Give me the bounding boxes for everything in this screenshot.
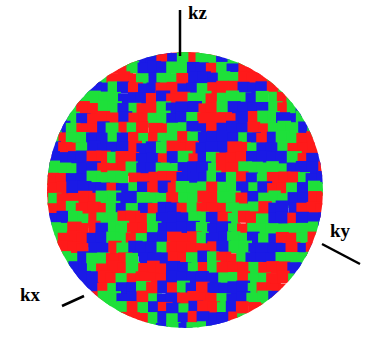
cube — [238, 82, 250, 94]
cube — [216, 42, 231, 57]
cube — [318, 143, 331, 156]
cube — [36, 213, 50, 227]
cube — [277, 271, 289, 283]
cube — [306, 242, 321, 257]
cube — [178, 332, 190, 344]
cube — [278, 293, 291, 306]
cube — [276, 212, 288, 224]
axis-label: ky — [328, 220, 352, 241]
cube — [318, 131, 333, 146]
cube — [107, 62, 119, 74]
cube — [296, 272, 311, 287]
cube — [108, 313, 122, 327]
cube-sphere — [36, 41, 342, 347]
cube — [166, 61, 178, 73]
cube — [328, 192, 342, 206]
cube — [318, 222, 332, 236]
cube — [258, 61, 270, 73]
ky-axis — [322, 244, 360, 264]
cube — [266, 161, 279, 174]
cube — [256, 303, 270, 317]
axis-label: kz — [186, 2, 209, 23]
cube — [326, 201, 338, 213]
cube — [296, 111, 308, 123]
cube — [306, 252, 320, 266]
cube — [46, 233, 59, 246]
cube — [136, 313, 148, 325]
cube — [278, 283, 291, 296]
cube — [166, 322, 180, 336]
cube — [36, 202, 49, 215]
cube — [167, 333, 181, 347]
cube — [306, 111, 318, 123]
cube — [308, 142, 321, 155]
cube — [226, 321, 240, 335]
cube — [116, 171, 128, 183]
cube — [268, 302, 283, 317]
cube — [117, 81, 129, 93]
cube — [276, 201, 289, 214]
cube — [268, 291, 280, 303]
cube — [216, 321, 231, 336]
kz-axis — [179, 10, 182, 56]
cube — [136, 323, 148, 335]
cube — [36, 222, 50, 236]
cube — [167, 151, 179, 163]
axis-label: kx — [18, 284, 42, 305]
cube — [256, 91, 269, 104]
cube — [237, 313, 249, 325]
cube — [287, 282, 300, 295]
cube — [248, 313, 261, 326]
cube — [288, 273, 301, 286]
cube — [136, 121, 148, 133]
cube — [188, 331, 202, 345]
kx-axis — [62, 296, 84, 306]
cube — [128, 321, 142, 335]
cube — [326, 183, 340, 197]
cube — [198, 332, 211, 345]
cube — [297, 263, 310, 276]
cube — [327, 173, 340, 186]
